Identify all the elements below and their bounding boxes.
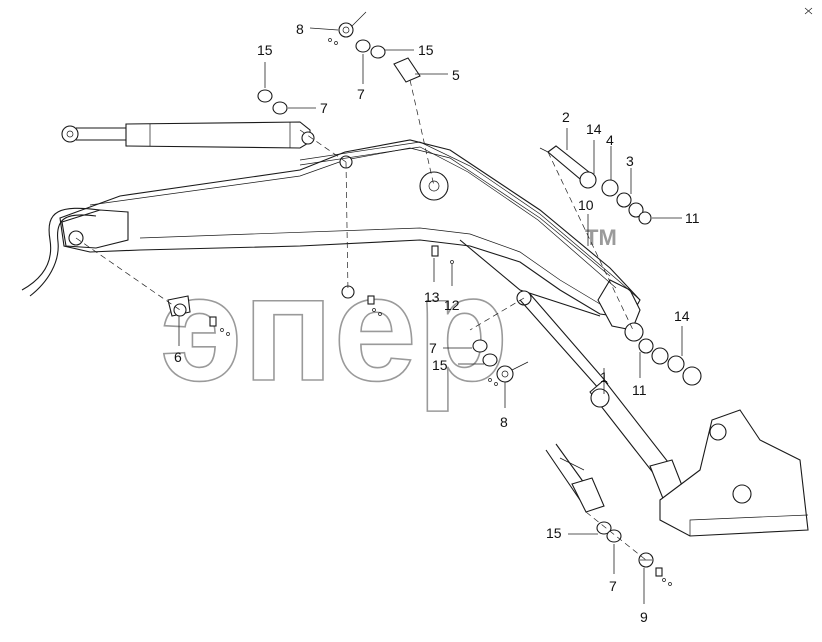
frame [659, 409, 809, 537]
callout-c8: 14 [586, 121, 602, 137]
callout-c4: 7 [357, 86, 365, 102]
boom-cylinder [519, 293, 691, 517]
callout-c3: 15 [418, 42, 434, 58]
assembly-lines [75, 79, 647, 561]
callout-c20: 11 [632, 382, 647, 398]
watermark-tm: TM [585, 225, 617, 250]
callout-c12: 11 [685, 210, 700, 226]
callout-c1: 8 [296, 21, 304, 37]
watermark: эпер TM [159, 225, 617, 413]
watermark-text: эпер [160, 244, 509, 412]
callout-c2: 15 [257, 42, 273, 58]
leader-lines [178, 27, 683, 604]
callout-c10: 3 [626, 153, 634, 169]
callout-c23: 7 [609, 578, 617, 594]
arm-cylinder [61, 121, 315, 149]
callout-c14: 12 [444, 297, 460, 313]
lower-cylinder [545, 443, 605, 513]
callout-c21: 14 [674, 308, 690, 324]
callout-c17: 15 [432, 357, 448, 373]
callout-c7: 2 [562, 109, 570, 125]
callout-c16: 7 [429, 340, 437, 356]
callout-c18: 8 [500, 414, 508, 430]
hardware [167, 11, 702, 586]
callouts: 8 15 15 7 5 7 2 14 4 3 10 11 13 12 6 7 1… [174, 21, 700, 625]
callout-c19: 1 [600, 369, 608, 385]
callout-c15: 6 [174, 349, 182, 365]
boom [21, 139, 644, 342]
callout-c13: 13 [424, 289, 440, 305]
callout-c24: 9 [640, 609, 648, 625]
callout-c22: 15 [546, 525, 562, 541]
corner-mark [804, 7, 813, 15]
callout-c9: 4 [606, 132, 614, 148]
callout-c11: 10 [578, 197, 594, 213]
callout-c6: 7 [320, 100, 328, 116]
callout-c5: 5 [452, 67, 460, 83]
